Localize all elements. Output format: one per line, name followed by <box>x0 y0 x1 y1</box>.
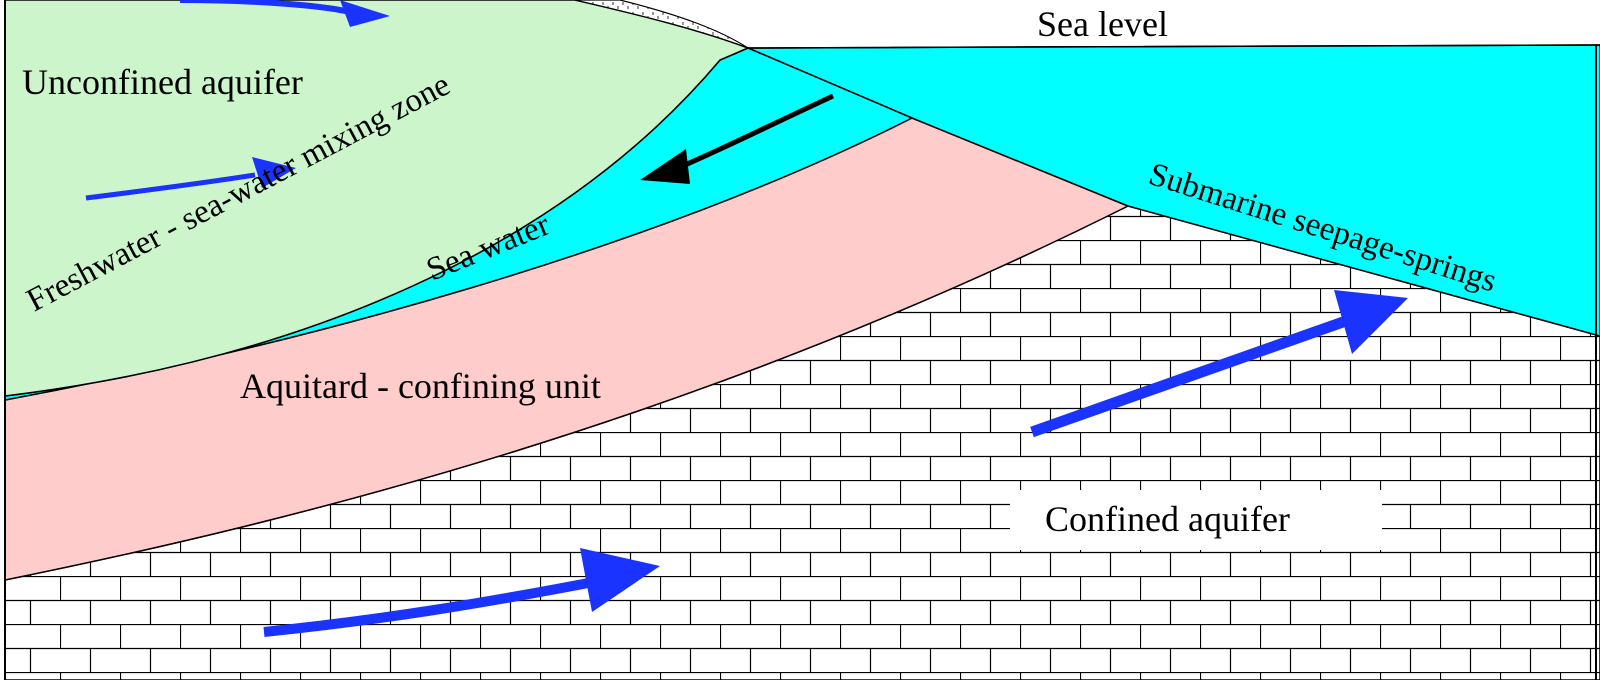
sea-level-label: Sea level <box>1037 4 1168 44</box>
arrow-right-icon <box>179 0 390 27</box>
arrow-left-icon <box>640 93 835 184</box>
confined-label-backing <box>1010 490 1382 550</box>
arrow-right-icon <box>1030 290 1408 438</box>
arrow-right-icon <box>85 157 296 201</box>
sea-level-line <box>747 44 1600 49</box>
aquitard-label: Aquitard - confining unit <box>240 366 601 406</box>
arrow-right-icon <box>263 548 660 637</box>
beach-sand <box>574 0 749 49</box>
unconfined-aquifer-label: Unconfined aquifer <box>22 62 303 102</box>
confined-aquifer-label: Confined aquifer <box>1045 499 1290 539</box>
